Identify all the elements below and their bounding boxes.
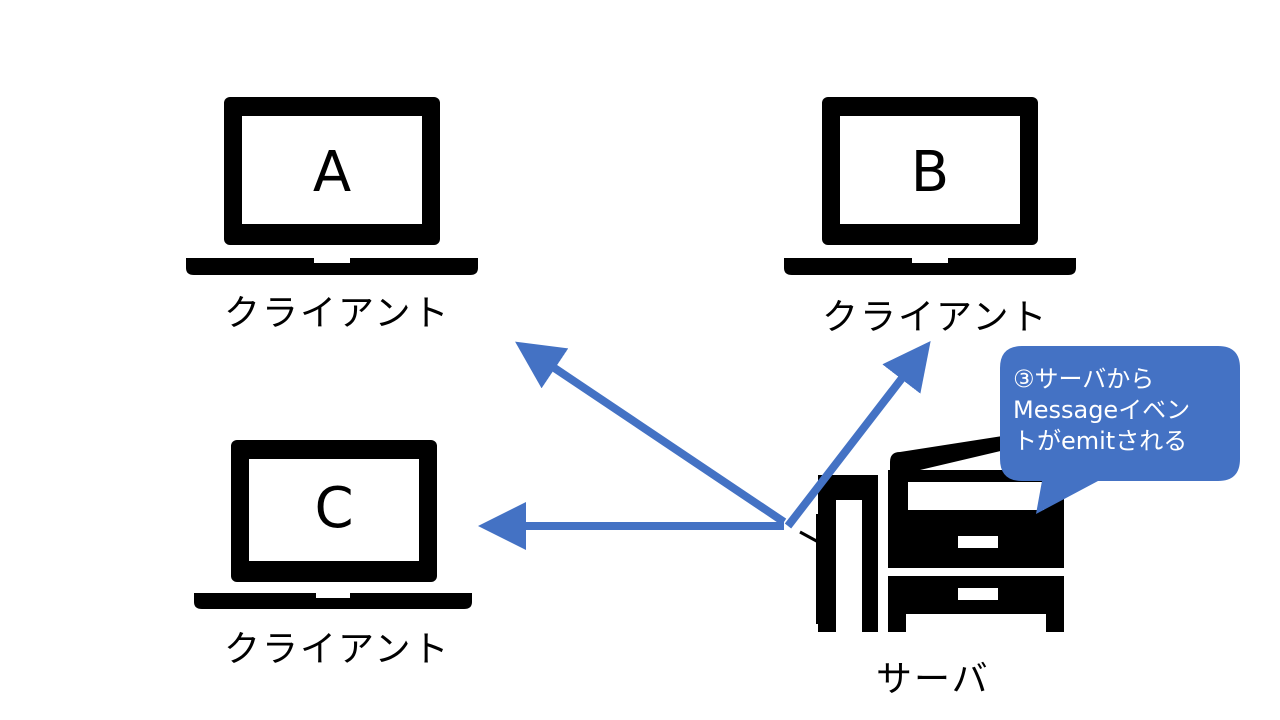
client-a-letter: A <box>312 140 352 205</box>
client-b-caption: クライアント <box>822 297 1049 338</box>
callout-line-1: ③サーバから <box>1013 365 1155 393</box>
callout-bubble <box>1000 346 1240 514</box>
laptop-b-icon <box>784 97 1076 275</box>
client-c-caption: クライアント <box>224 629 451 670</box>
client-c-letter: C <box>314 476 354 541</box>
server-caption: サーバ <box>876 659 990 700</box>
arrow-to-client-a <box>515 341 787 526</box>
client-a-caption: クライアント <box>224 293 451 334</box>
laptop-c-icon <box>194 440 472 609</box>
client-b-letter: B <box>910 140 950 205</box>
callout-line-3: トがemitされる <box>1013 427 1188 455</box>
laptop-a-icon <box>186 97 478 275</box>
arrow-to-client-b <box>784 340 931 529</box>
callout-line-2: Messageイベン <box>1013 396 1191 424</box>
callout-text: ③サーバから Messageイベン トがemitされる <box>1013 364 1228 457</box>
arrows <box>478 340 931 550</box>
